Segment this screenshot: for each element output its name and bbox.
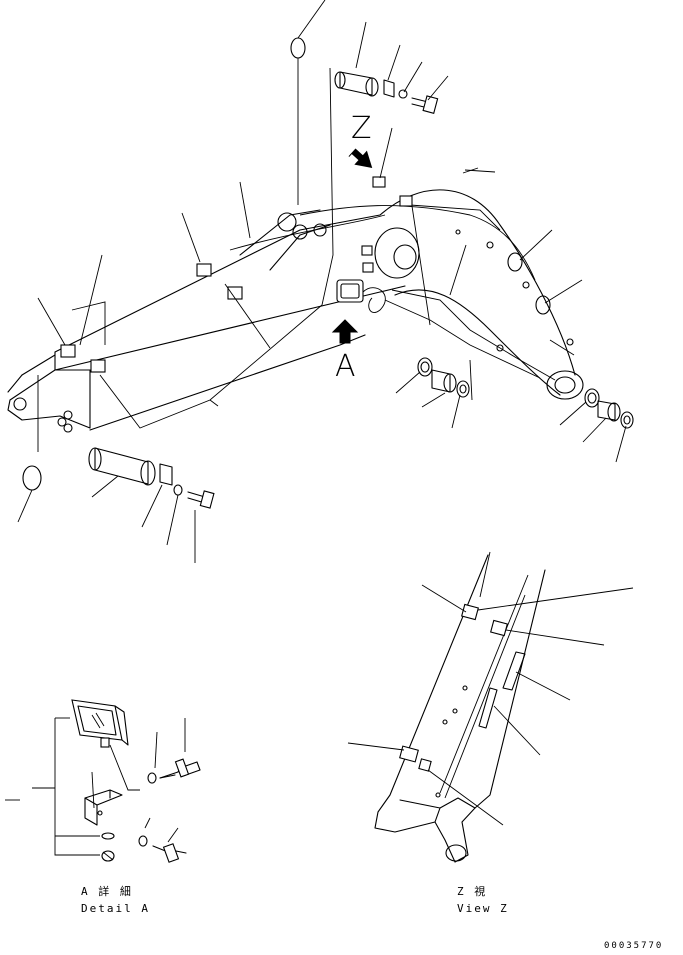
drawing-number: 00035770 [604,941,664,951]
arrow-z-icon [348,148,373,169]
view-z-callout: Z [351,111,372,146]
arrow-a-icon [331,319,359,344]
work-lamp-icon [336,279,364,303]
view-z-drawing [347,551,634,863]
leader-lines [17,0,627,563]
view-z-caption-en: View Z [457,902,509,915]
arrow-a-callout: A [335,349,356,384]
top-pin-set [290,37,439,114]
detail-a-caption-en: Detail A [81,902,150,915]
bushing-set-right [507,252,634,429]
arm-assembly [7,176,584,433]
view-z-caption-jp: Z 視 [457,885,488,898]
bottom-pin-set [22,447,215,509]
detail-a-drawing [5,699,201,863]
detail-a-caption-jp: A 詳 細 [81,885,133,898]
bushing-set-center [417,357,470,398]
